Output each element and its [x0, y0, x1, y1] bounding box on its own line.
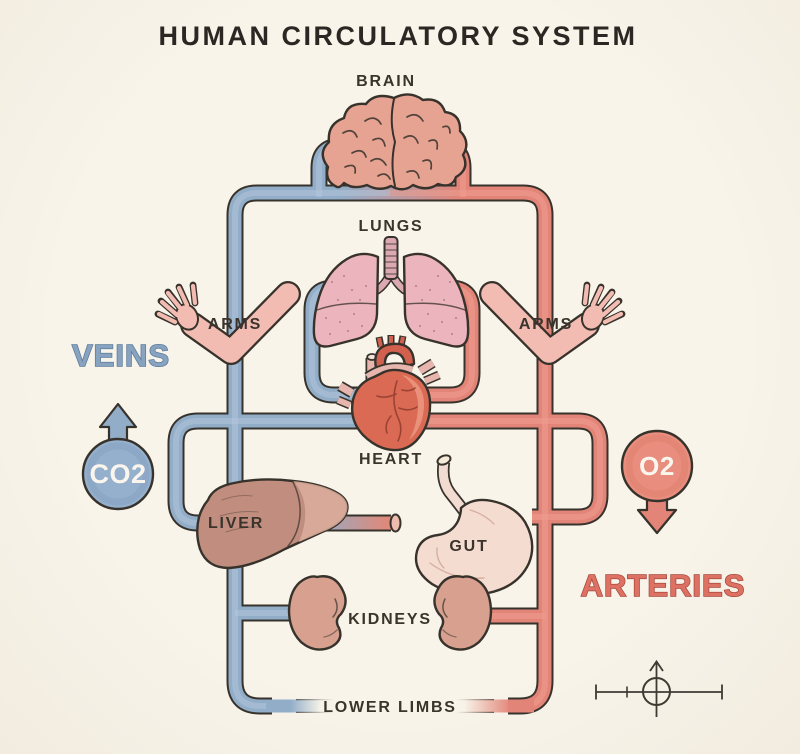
kidneys-label: KIDNEYS [348, 611, 432, 628]
co2-label: CO2 [89, 459, 146, 489]
lungs-label: LUNGS [359, 218, 424, 235]
co2-medallion: CO2 [81, 402, 155, 511]
lungs-illustration [312, 236, 470, 348]
veins-label: VEINS [72, 338, 170, 373]
trachea [383, 236, 399, 280]
page-title: HUMAN CIRCULATORY SYSTEM [158, 21, 637, 51]
o2-label: O2 [639, 451, 675, 481]
vessel-colors [176, 146, 600, 714]
left-arm-illustration [154, 281, 301, 365]
kidneys-illustration [287, 575, 493, 651]
right-arm-illustration [479, 281, 626, 365]
gut-label: GUT [449, 538, 488, 555]
compass-icon [595, 659, 723, 717]
o2-medallion: O2 [620, 429, 694, 535]
right-hand [581, 281, 626, 331]
lung-dots [325, 275, 457, 335]
lower-limbs-label: LOWER LIMBS [323, 699, 457, 716]
portal-vessel-cap [389, 513, 402, 533]
heart-label: HEART [359, 451, 423, 468]
brain-illustration [321, 93, 468, 191]
arms-left-label: ARMS [208, 316, 262, 333]
left-hand [154, 281, 199, 331]
liver-illustration [196, 478, 349, 570]
heart-vessels [376, 380, 418, 442]
liver-label: LIVER [208, 515, 264, 532]
brain-label: BRAIN [356, 73, 416, 90]
esophagus-cap [436, 454, 452, 466]
gut-illustration [414, 454, 534, 596]
arms-right-label: ARMS [519, 316, 573, 333]
heart-illustration [336, 335, 441, 452]
arteries-label: ARTERIES [581, 568, 746, 603]
